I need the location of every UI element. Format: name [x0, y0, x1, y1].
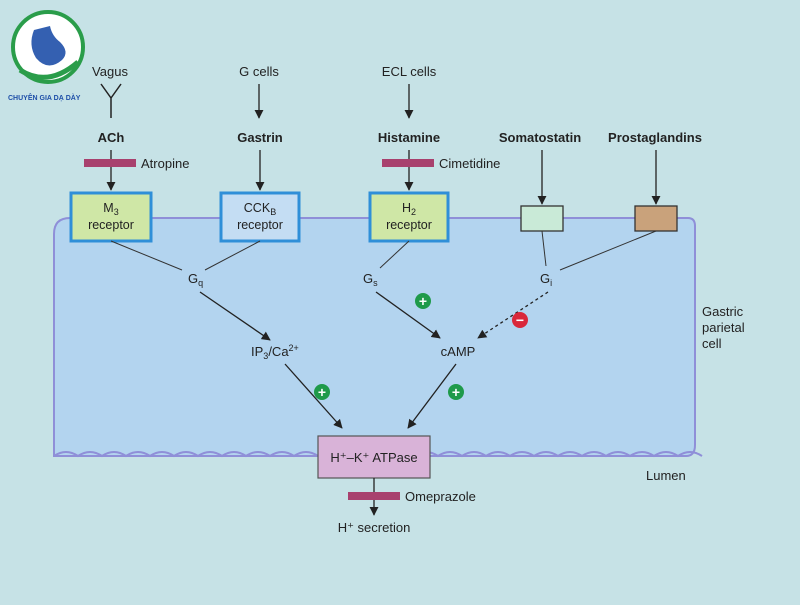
- ip3-ca-label: IP3/Ca2+: [251, 343, 299, 361]
- svg-text:M3: M3: [103, 201, 118, 217]
- svg-text:+: +: [318, 384, 326, 400]
- prostaglandins-label: Prostaglandins: [608, 130, 702, 145]
- gastrin-label: Gastrin: [237, 130, 283, 145]
- cell-label-line-1: Gastric: [702, 304, 744, 319]
- histamine-label: Histamine: [378, 130, 440, 145]
- svg-text:+: +: [419, 293, 427, 309]
- gs-stimulation-sign: +: [415, 293, 431, 309]
- cell-label-line-3: cell: [702, 336, 722, 351]
- logo: CHUYÊN GIA DẠ DÀY: [8, 10, 85, 102]
- gi-label: Gi: [540, 271, 552, 288]
- svg-text:CCKB: CCKB: [244, 201, 276, 217]
- omeprazole-bar: [348, 492, 400, 500]
- h-secretion-label: H⁺ secretion: [338, 520, 411, 535]
- g-cells-label: G cells: [239, 64, 279, 79]
- cckb-sub: B: [270, 207, 276, 217]
- gq-label: Gq: [188, 271, 203, 288]
- camp-stimulation-sign: +: [448, 384, 464, 400]
- ach-label: ACh: [98, 130, 125, 145]
- somatostatin-label: Somatostatin: [499, 130, 581, 145]
- gs-label: Gs: [363, 271, 378, 288]
- prostaglandin-receptor: [634, 205, 678, 232]
- cell-label-line-2: parietal: [702, 320, 745, 335]
- svg-text:H2: H2: [402, 201, 416, 217]
- h-k-atpase-pump: H⁺–K⁺ ATPase: [317, 435, 431, 479]
- atropine-label: Atropine: [141, 156, 189, 171]
- m3-line2: receptor: [88, 218, 134, 232]
- cimetidine-label: Cimetidine: [439, 156, 500, 171]
- pump-label: H⁺–K⁺ ATPase: [330, 450, 417, 465]
- atropine-bar: [84, 159, 136, 167]
- ip3-stimulation-sign: +: [314, 384, 330, 400]
- h2-receptor: H2 receptor: [368, 191, 450, 243]
- cckb-name: CCK: [244, 201, 271, 215]
- camp-label: cAMP: [441, 344, 476, 359]
- cckb-line2: receptor: [237, 218, 283, 232]
- h2-sub: 2: [411, 207, 416, 217]
- gi-inhibition-sign: −: [512, 312, 528, 328]
- cckb-receptor: CCKB receptor: [219, 191, 301, 243]
- svg-text:+: +: [452, 384, 460, 400]
- m3-receptor: M3 receptor: [69, 191, 153, 243]
- lumen-label: Lumen: [646, 468, 686, 483]
- logo-caption: CHUYÊN GIA DẠ DÀY: [8, 93, 81, 102]
- somatostatin-receptor: [520, 205, 564, 232]
- h2-name: H: [402, 201, 411, 215]
- parietal-cell-membrane: [53, 217, 696, 457]
- m3-name: M: [103, 201, 113, 215]
- omeprazole-label: Omeprazole: [405, 489, 476, 504]
- ecl-cells-label: ECL cells: [382, 64, 437, 79]
- cimetidine-bar: [382, 159, 434, 167]
- svg-text:−: −: [516, 312, 524, 328]
- vagus-label: Vagus: [92, 64, 128, 79]
- m3-sub: 3: [114, 207, 119, 217]
- h2-line2: receptor: [386, 218, 432, 232]
